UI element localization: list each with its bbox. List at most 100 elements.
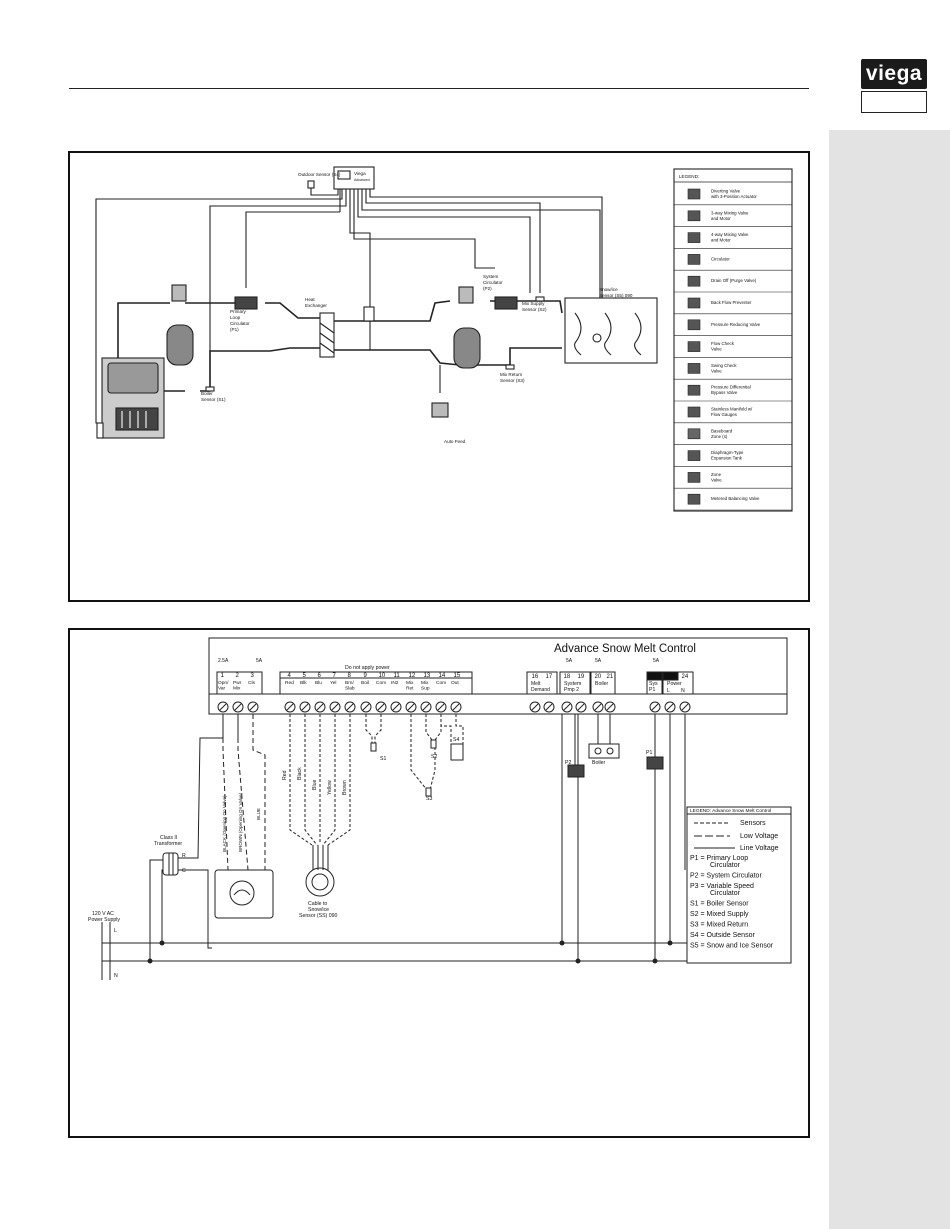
terminal-number: 20 [595, 674, 602, 680]
legend-1-row: Pressure Reducing Valve [674, 319, 792, 336]
terminal-label: Brn/Slab [345, 680, 355, 692]
legend-1-symbol-icon [687, 493, 701, 505]
logo-box [861, 91, 927, 113]
legend-1-row: Stainless Manifold w/Flow Gauges [674, 406, 792, 424]
legend-2-sensors: Sensors [740, 820, 766, 827]
page-sidebar [829, 130, 950, 1229]
legend-1-item-label: Pressure Reducing Valve [711, 322, 761, 327]
terminal-group-melt [526, 671, 558, 695]
terminal-group-sensors [279, 671, 473, 695]
air-separator-icon-2 [458, 286, 474, 304]
legend-2-line-voltage: Line Voltage [740, 845, 779, 852]
system-circulator-icon [494, 296, 518, 310]
legend-2-item: S4 = Outside Sensor [690, 932, 755, 939]
boiler-device-label: Boiler [592, 760, 606, 766]
header-rule [69, 88, 809, 89]
legend-1-symbol-icon [687, 363, 701, 374]
power-label: Power [667, 681, 682, 687]
snow-sensor-cable-icon [305, 867, 335, 897]
s4-label: S4 [453, 737, 459, 743]
valve-wire-brown-label: BROWN (Opening On Valve) [238, 792, 243, 852]
legend-1-symbol-icon [687, 428, 701, 440]
terminal-label: Blk [300, 680, 307, 686]
terminal-group-valve [216, 671, 263, 695]
terminal-number: 7 [333, 673, 337, 679]
legend-1-row: Drain Off (Purge Valve) [674, 275, 792, 293]
legend-1-symbol-icon [687, 450, 701, 461]
terminal-label: IN2 [391, 680, 399, 686]
terminal-screw-icon [299, 701, 311, 713]
terminal-screw-icon [561, 701, 573, 713]
s1-label: S1 [380, 756, 386, 762]
valve-wire-blue-label: BLUE [256, 808, 261, 820]
viega-logo: viega [861, 59, 927, 89]
outdoor-sensor-box [307, 180, 315, 189]
expansion-tank-secondary [453, 327, 481, 369]
terminal-number: 17 [546, 674, 553, 680]
actuator-dial-icon [229, 880, 255, 906]
terminal-screw-icon [247, 701, 259, 713]
transformer-r-label: R [182, 853, 186, 859]
terminal-number: 22 [652, 674, 659, 680]
legend-2-item: S3 = Mixed Return [690, 922, 748, 929]
wire-red-label: Red [282, 770, 288, 780]
legend-1-symbol-icon [687, 275, 701, 287]
legend-2-title: LEGEND: Advance Snow Melt Control [690, 808, 771, 814]
control-brand-label: Viega [354, 171, 366, 176]
piping-diagram-panel: Outdoor Sensor (S4) Viega Advanced Prima… [68, 151, 810, 602]
legend-1-row: Metered Balancing Valve [674, 493, 792, 511]
sensor-s1-icon [370, 742, 377, 752]
terminal-screw-icon [592, 701, 604, 713]
terminal-number: 15 [454, 673, 461, 679]
legend-1-item-label: Metered Balancing Valve [711, 496, 760, 501]
power-n-label: N [681, 688, 685, 694]
terminal-label: Com [376, 680, 386, 686]
terminal-label: Com [436, 680, 446, 686]
legend-1-item-label: Back Flow Preventer [711, 300, 752, 305]
terminal-number: 5 [303, 673, 307, 679]
relay-rating-2: 5A [566, 658, 573, 664]
wire-blue-label: Blue [312, 780, 318, 790]
legend-1-symbol-icon [687, 188, 701, 200]
terminal-label: Blu [315, 680, 322, 686]
legend-2-item: S2 = Mixed Supply [690, 911, 749, 918]
legend-1-row: Circulator [674, 254, 792, 271]
do-not-apply-label: Do not apply power [345, 665, 390, 671]
terminal-number: 13 [424, 673, 431, 679]
terminal-number: 24 [682, 674, 689, 680]
piping-diagram: Outdoor Sensor (S4) Viega Advanced Prima… [95, 166, 793, 512]
legend-1-symbol-icon [687, 210, 701, 222]
terminal-screw-icon [450, 701, 462, 713]
terminal-number: 4 [288, 673, 292, 679]
wire-black-label: Black [297, 767, 303, 780]
control-strip [208, 637, 788, 715]
terminal-number: 1 [221, 673, 225, 679]
pump-p1-icon [646, 756, 664, 770]
legend-1-symbol-icon [687, 406, 701, 418]
terminal-number: 12 [409, 673, 416, 679]
wiring-text: Advance Snow Melt Control 2.5A 5A 5A 5A … [88, 643, 779, 979]
control-model-label: Advanced [354, 178, 370, 182]
legend-2-low-voltage: Low Voltage [740, 833, 778, 840]
terminal-screw-icon [679, 701, 691, 713]
power-l-label: L [667, 688, 670, 694]
s3-label: S3 [426, 796, 432, 802]
